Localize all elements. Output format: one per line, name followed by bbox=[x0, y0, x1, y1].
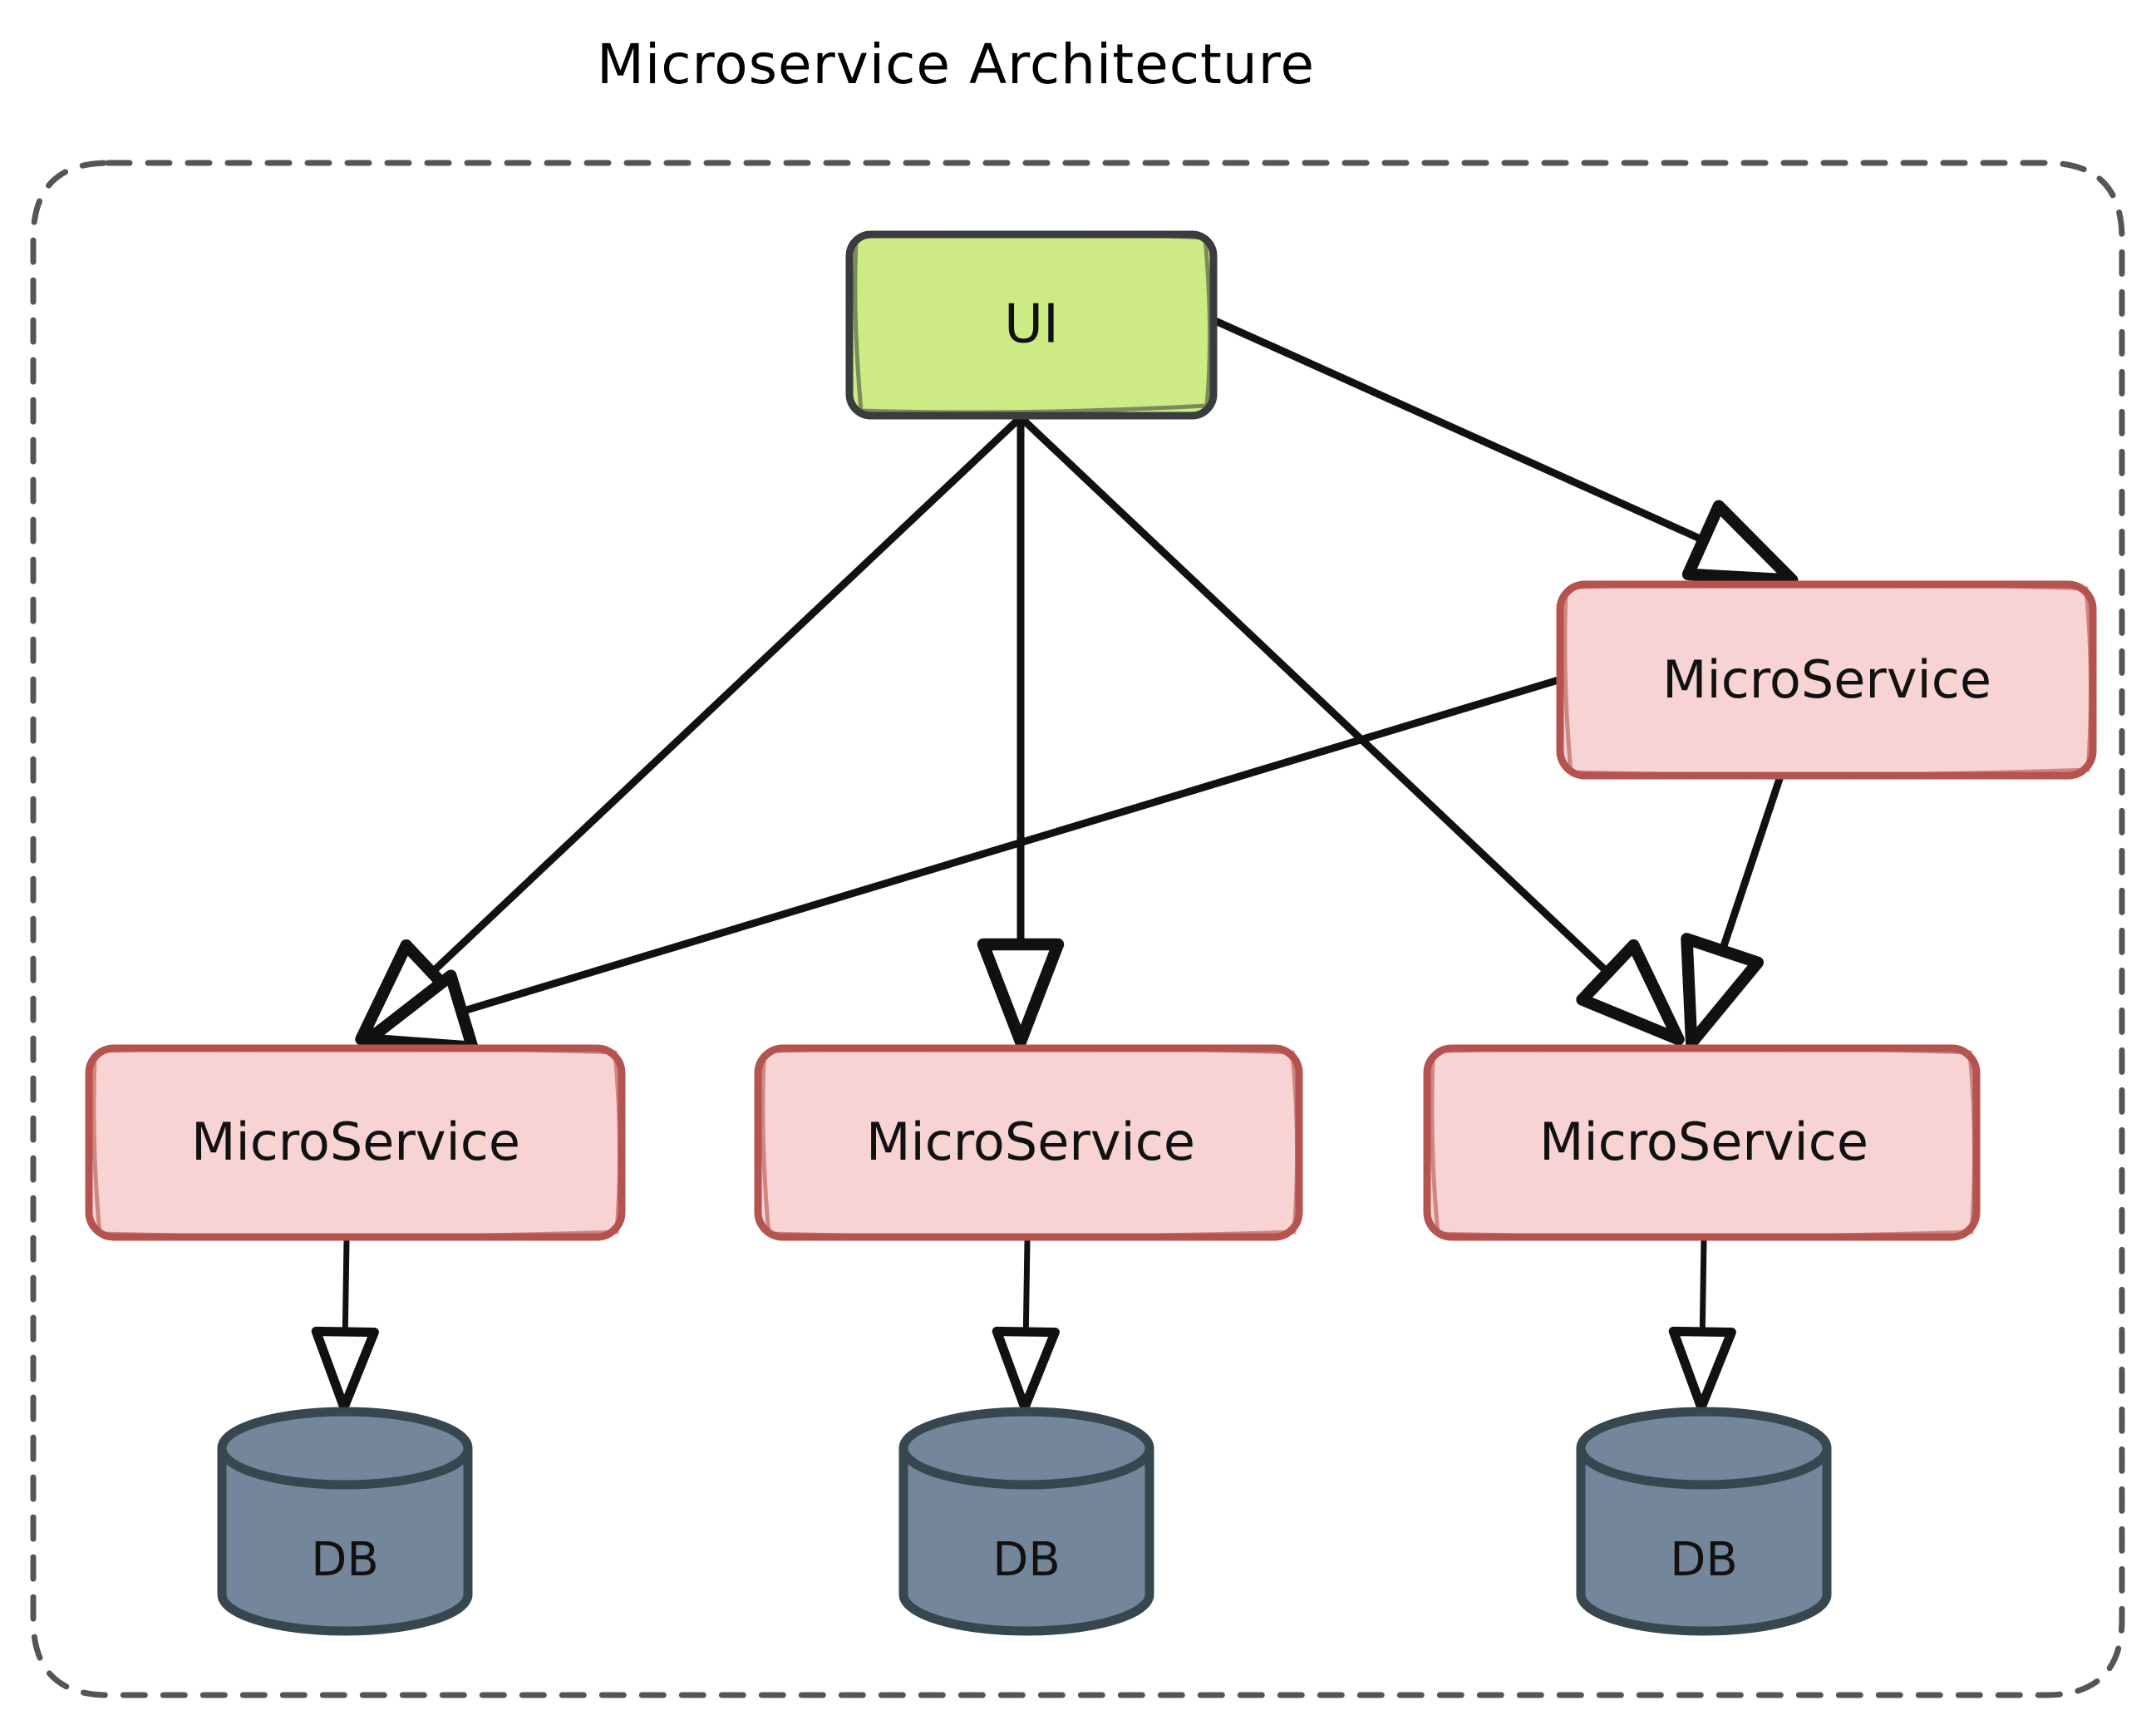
db-2-cylinder-body bbox=[898, 1407, 1154, 1636]
edge-microservice-2-to-db-2 bbox=[992, 1237, 1060, 1412]
node-microservice-1[interactable]: MicroService bbox=[85, 1044, 626, 1241]
edge-microservice-3-to-db-3 bbox=[1668, 1237, 1736, 1412]
edge-ui-to-microservice-3 bbox=[1016, 413, 1685, 1046]
node-ui[interactable]: UI bbox=[845, 230, 1218, 420]
node-microservice-2[interactable]: MicroService bbox=[754, 1044, 1303, 1241]
db-2-label: DB bbox=[992, 1533, 1061, 1587]
microservice-2-box-sketch-overlay bbox=[761, 1045, 1300, 1239]
microservice-1-label: MicroService bbox=[191, 1111, 520, 1172]
microservice-0-label: MicroService bbox=[1662, 649, 1991, 710]
db-3-label: DB bbox=[1670, 1533, 1738, 1587]
diagram-title: Microservice Architecture bbox=[597, 32, 1315, 96]
node-db-2[interactable]: DB bbox=[898, 1407, 1154, 1636]
db-3-cylinder-top-ellipse bbox=[1576, 1447, 1832, 1490]
edge-layer bbox=[311, 316, 1799, 1412]
db-2-cylinder-top-ellipse bbox=[898, 1447, 1154, 1490]
microservice-0-box-sketch-overlay bbox=[1563, 581, 2094, 777]
ui-box-sketch-overlay bbox=[853, 230, 1213, 415]
ui-label: UI bbox=[1004, 294, 1059, 356]
edge-microservice-1-to-db-1 bbox=[311, 1237, 379, 1412]
db-1-cylinder-top-ellipse bbox=[217, 1447, 473, 1490]
edge-ui-to-microservice-1 bbox=[355, 413, 1025, 1046]
db-1-label: DB bbox=[311, 1533, 379, 1587]
microservice-3-label: MicroService bbox=[1539, 1111, 1868, 1172]
db-1-cylinder-body bbox=[217, 1407, 473, 1636]
edge-ui-to-microservice-0 bbox=[1209, 316, 1799, 586]
node-db-1[interactable]: DB bbox=[217, 1407, 473, 1636]
edge-microservice-0-to-microservice-3 bbox=[1681, 775, 1784, 1049]
node-microservice-3[interactable]: MicroService bbox=[1423, 1044, 1981, 1241]
subgraph-container bbox=[30, 160, 2125, 1698]
edge-microservice-0-to-microservice-1 bbox=[362, 676, 1563, 1054]
microservice-3-box-sketch-overlay bbox=[1430, 1045, 1977, 1239]
microservice-2-label: MicroService bbox=[866, 1111, 1195, 1172]
node-db-3[interactable]: DB bbox=[1576, 1407, 1832, 1636]
node-microservice-0[interactable]: MicroService bbox=[1556, 580, 2097, 780]
microservice-1-box-sketch-overlay bbox=[91, 1045, 623, 1239]
db-3-cylinder-body bbox=[1576, 1407, 1832, 1636]
